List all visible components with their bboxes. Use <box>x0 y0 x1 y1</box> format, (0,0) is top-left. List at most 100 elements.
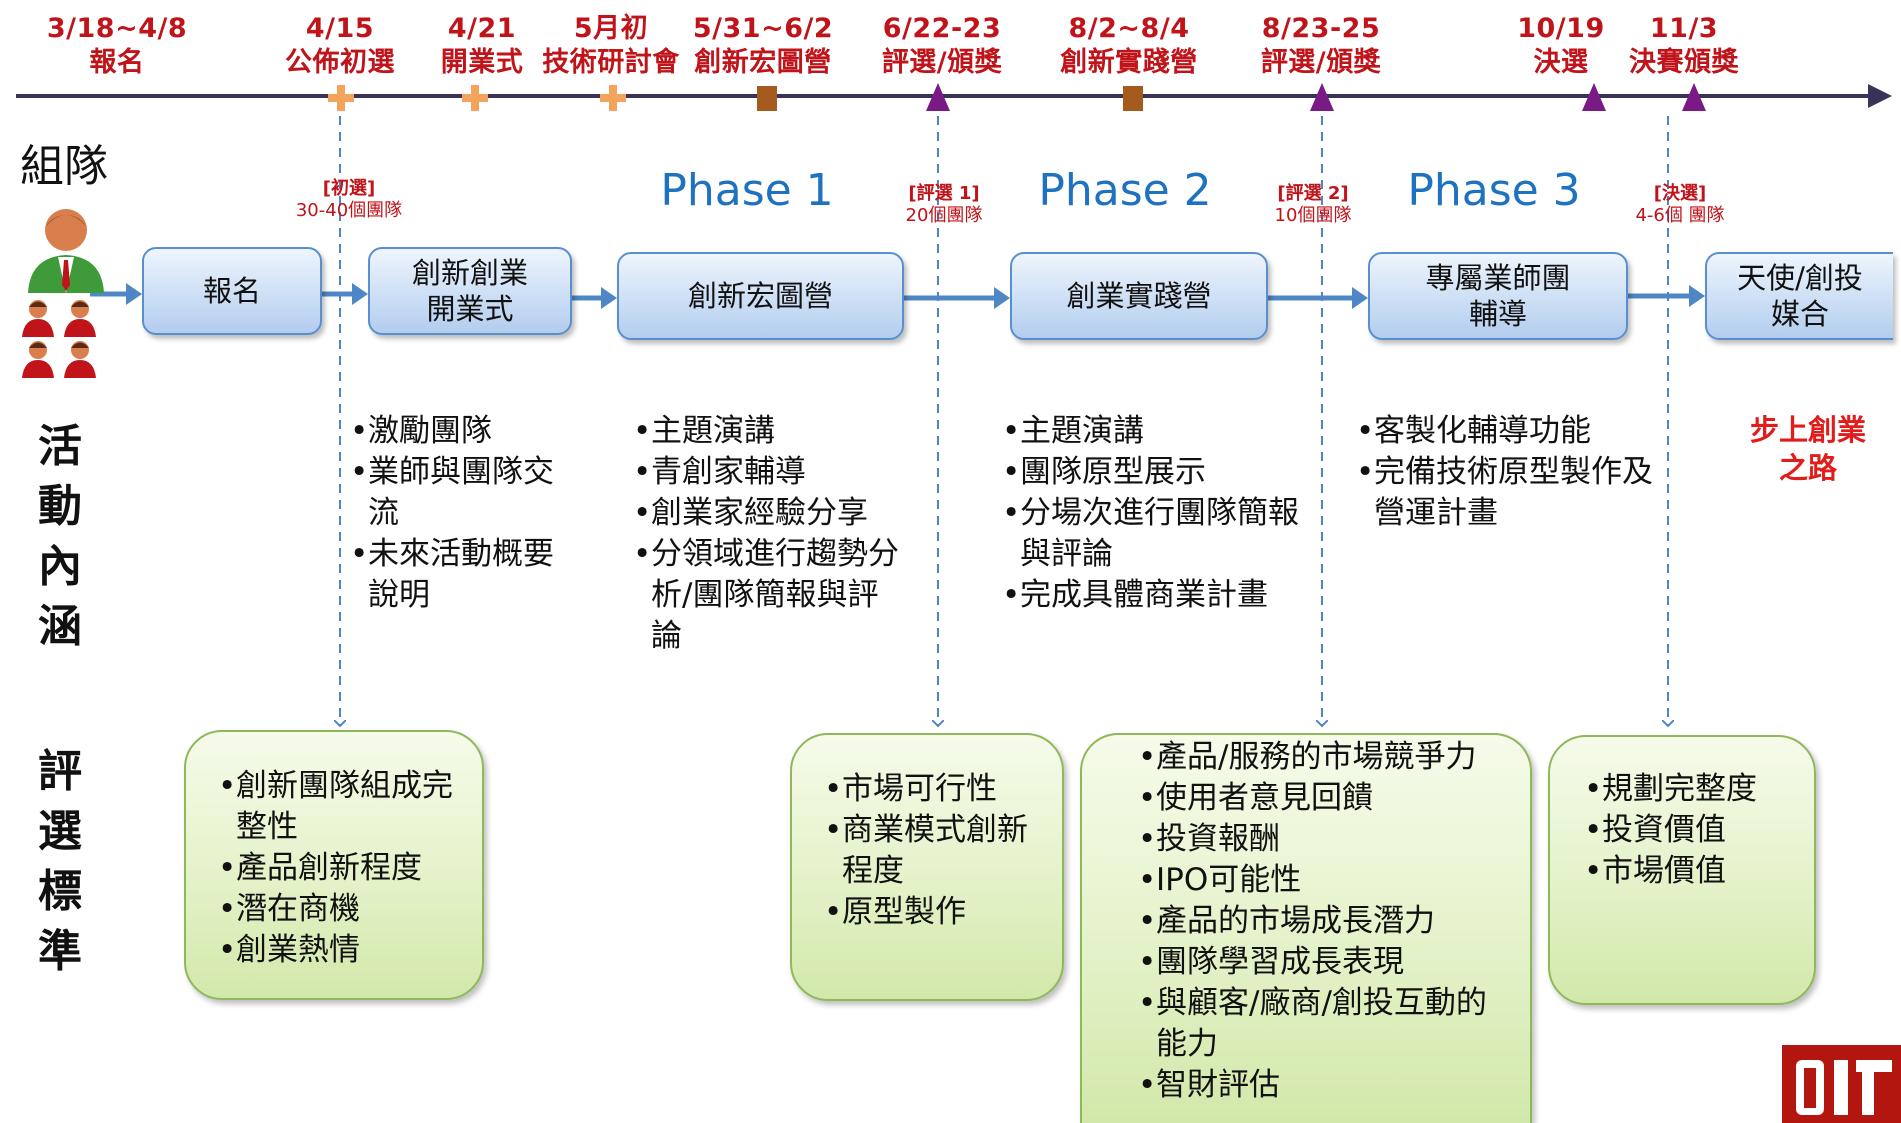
selection-count: 30-40個團隊 <box>295 200 403 221</box>
criteria-item: 使用者意見回饋 <box>1136 778 1516 819</box>
criteria-item: 與顧客/廠商/創投互動的能力 <box>1136 983 1516 1065</box>
section-activities-label: 活 動 內 涵 <box>30 417 90 657</box>
activity-item: 業師與團隊交流 <box>348 452 578 534</box>
section-criteria-label: 評 選 標 準 <box>30 742 90 982</box>
marker-triangle-1 <box>926 83 950 111</box>
section-char: 標 <box>38 866 82 917</box>
section-char: 動 <box>38 481 82 532</box>
milestone-date: 6/22-23 <box>882 13 1002 44</box>
milestone-1: 3/18~4/8 報名 <box>32 12 202 80</box>
milestone-date: 10/19 <box>1517 13 1605 44</box>
milestone-name: 技術研討會 <box>542 47 680 78</box>
milestone-2: 4/15 公佈初選 <box>255 12 425 80</box>
criteria-item: 產品/服務的市場競爭力 <box>1136 737 1516 778</box>
milestone-name: 創新實踐營 <box>1060 47 1198 78</box>
road-to-startup-label: 步上創業 之路 <box>1728 411 1888 487</box>
marker-cross-1 <box>328 85 354 111</box>
team-label: 組隊 <box>20 141 108 192</box>
stage-registration: 報名 <box>142 247 322 335</box>
stage-label: 創業實踐營 <box>1066 279 1212 313</box>
milestone-date: 4/21 <box>447 13 517 44</box>
criteria-item: IPO可能性 <box>1136 860 1516 901</box>
criteria-item: 原型製作 <box>822 892 1052 933</box>
activity-item: 團隊原型展示 <box>1000 452 1300 493</box>
section-char: 涵 <box>38 601 82 652</box>
milestone-name: 評選/頒獎 <box>1260 47 1382 78</box>
activity-list-2: 主題演講 青創家輔導 創業家經驗分享 分領域進行趨勢分析/團隊簡報與評論 <box>631 411 906 657</box>
activity-item: 青創家輔導 <box>631 452 906 493</box>
criteria-item: 產品的市場成長潛力 <box>1136 901 1516 942</box>
milestone-name: 決選 <box>1533 47 1589 78</box>
criteria-item: 創業熱情 <box>216 930 466 971</box>
stage-mentor-coaching: 專屬業師團 輔導 <box>1368 252 1628 340</box>
activity-item: 激勵團隊 <box>348 411 578 452</box>
milestone-8: 8/23-25 評選/頒獎 <box>1236 12 1406 80</box>
marker-cross-2 <box>462 85 488 111</box>
activity-list-3: 主題演講 團隊原型展示 分場次進行團隊簡報與評論 完成具體商業計畫 <box>1000 411 1300 616</box>
criteria-item: 投資價值 <box>1582 810 1802 851</box>
person-group-icon <box>22 209 104 378</box>
selection-count: 10個團隊 <box>1274 205 1352 226</box>
criteria-item: 市場價值 <box>1582 851 1802 892</box>
criteria-item: 商業模式創新程度 <box>822 810 1052 892</box>
milestone-name: 創新宏圖營 <box>694 47 832 78</box>
criteria-box-2: 市場可行性 商業模式創新程度 原型製作 <box>790 733 1064 1001</box>
marker-triangle-3 <box>1582 83 1606 111</box>
milestone-name: 報名 <box>89 47 145 78</box>
criteria-item: 團隊學習成長表現 <box>1136 942 1516 983</box>
stage-label: 報名 <box>202 274 261 308</box>
marker-square-2 <box>1123 86 1143 111</box>
selection-label-3: [評選 2] 10個團隊 <box>1243 183 1383 227</box>
flow-arrow-4 <box>1268 287 1368 309</box>
milestone-5: 5/31~6/2 創新宏圖營 <box>678 12 848 80</box>
activity-item: 分領域進行趨勢分析/團隊簡報與評論 <box>631 534 906 657</box>
road-line: 之路 <box>1778 451 1837 485</box>
marker-triangle-2 <box>1310 83 1334 111</box>
stage-label: 專屬業師團 輔導 <box>1425 261 1571 331</box>
criteria-box-1: 創新團隊組成完整性 產品創新程度 潛在商機 創業熱情 <box>184 730 484 1000</box>
milestone-date: 8/2~8/4 <box>1068 13 1190 44</box>
section-char: 內 <box>38 541 82 592</box>
activity-item: 創業家經驗分享 <box>631 493 906 534</box>
flow-arrow-5 <box>1628 285 1705 307</box>
road-line: 步上創業 <box>1749 413 1866 447</box>
milestone-date: 5月初 <box>573 13 649 44</box>
section-char: 評 <box>38 746 82 797</box>
milestone-3: 4/21 開業式 <box>397 12 567 80</box>
section-char: 活 <box>38 421 82 472</box>
section-char: 準 <box>38 926 82 977</box>
milestone-7: 8/2~8/4 創新實踐營 <box>1044 12 1214 80</box>
milestone-date: 3/18~4/8 <box>46 13 188 44</box>
activity-item: 分場次進行團隊簡報與評論 <box>1000 493 1300 575</box>
activity-item: 主題演講 <box>631 411 906 452</box>
milestone-date: 4/15 <box>305 13 375 44</box>
activity-item: 完成具體商業計畫 <box>1000 575 1300 616</box>
activity-item: 未來活動概要說明 <box>348 534 578 616</box>
stage-label: 創新創業 開業式 <box>411 256 528 326</box>
flow-arrow-2 <box>572 287 617 309</box>
criteria-box-3: 產品/服務的市場競爭力 使用者意見回饋 投資報酬 IPO可能性 產品的市場成長潛… <box>1080 733 1532 1123</box>
selection-label-4: [決選] 4-6個 團隊 <box>1610 183 1750 227</box>
stage-label: 天使/創投 媒合 <box>1737 261 1863 331</box>
flow-arrow-1 <box>322 283 368 305</box>
flow-arrow-3 <box>904 287 1010 309</box>
milestone-9: 10/19 決選 <box>1506 12 1616 80</box>
milestone-name: 開業式 <box>440 47 524 78</box>
activity-item: 客製化輔導功能 <box>1354 411 1664 452</box>
selection-count: 20個團隊 <box>905 205 983 226</box>
milestone-date: 5/31~6/2 <box>692 13 834 44</box>
phase-title-1: Phase 1 <box>660 165 834 216</box>
selection-label-2: [評選 1] 20個團隊 <box>874 183 1014 227</box>
milestone-date: 11/3 <box>1649 13 1719 44</box>
activity-list-1: 激勵團隊 業師與團隊交流 未來活動概要說明 <box>348 411 578 616</box>
timeline-arrowhead <box>1868 84 1892 108</box>
selection-title: [評選 2] <box>1277 183 1349 204</box>
stage-opening-ceremony: 創新創業 開業式 <box>368 247 572 335</box>
criteria-item: 市場可行性 <box>822 769 1052 810</box>
milestone-6: 6/22-23 評選/頒獎 <box>857 12 1027 80</box>
activity-item: 主題演講 <box>1000 411 1300 452</box>
milestone-4: 5月初 技術研討會 <box>526 12 696 80</box>
stage-investor-matching: 天使/創投 媒合 <box>1705 252 1893 340</box>
criteria-item: 產品創新程度 <box>216 848 466 889</box>
